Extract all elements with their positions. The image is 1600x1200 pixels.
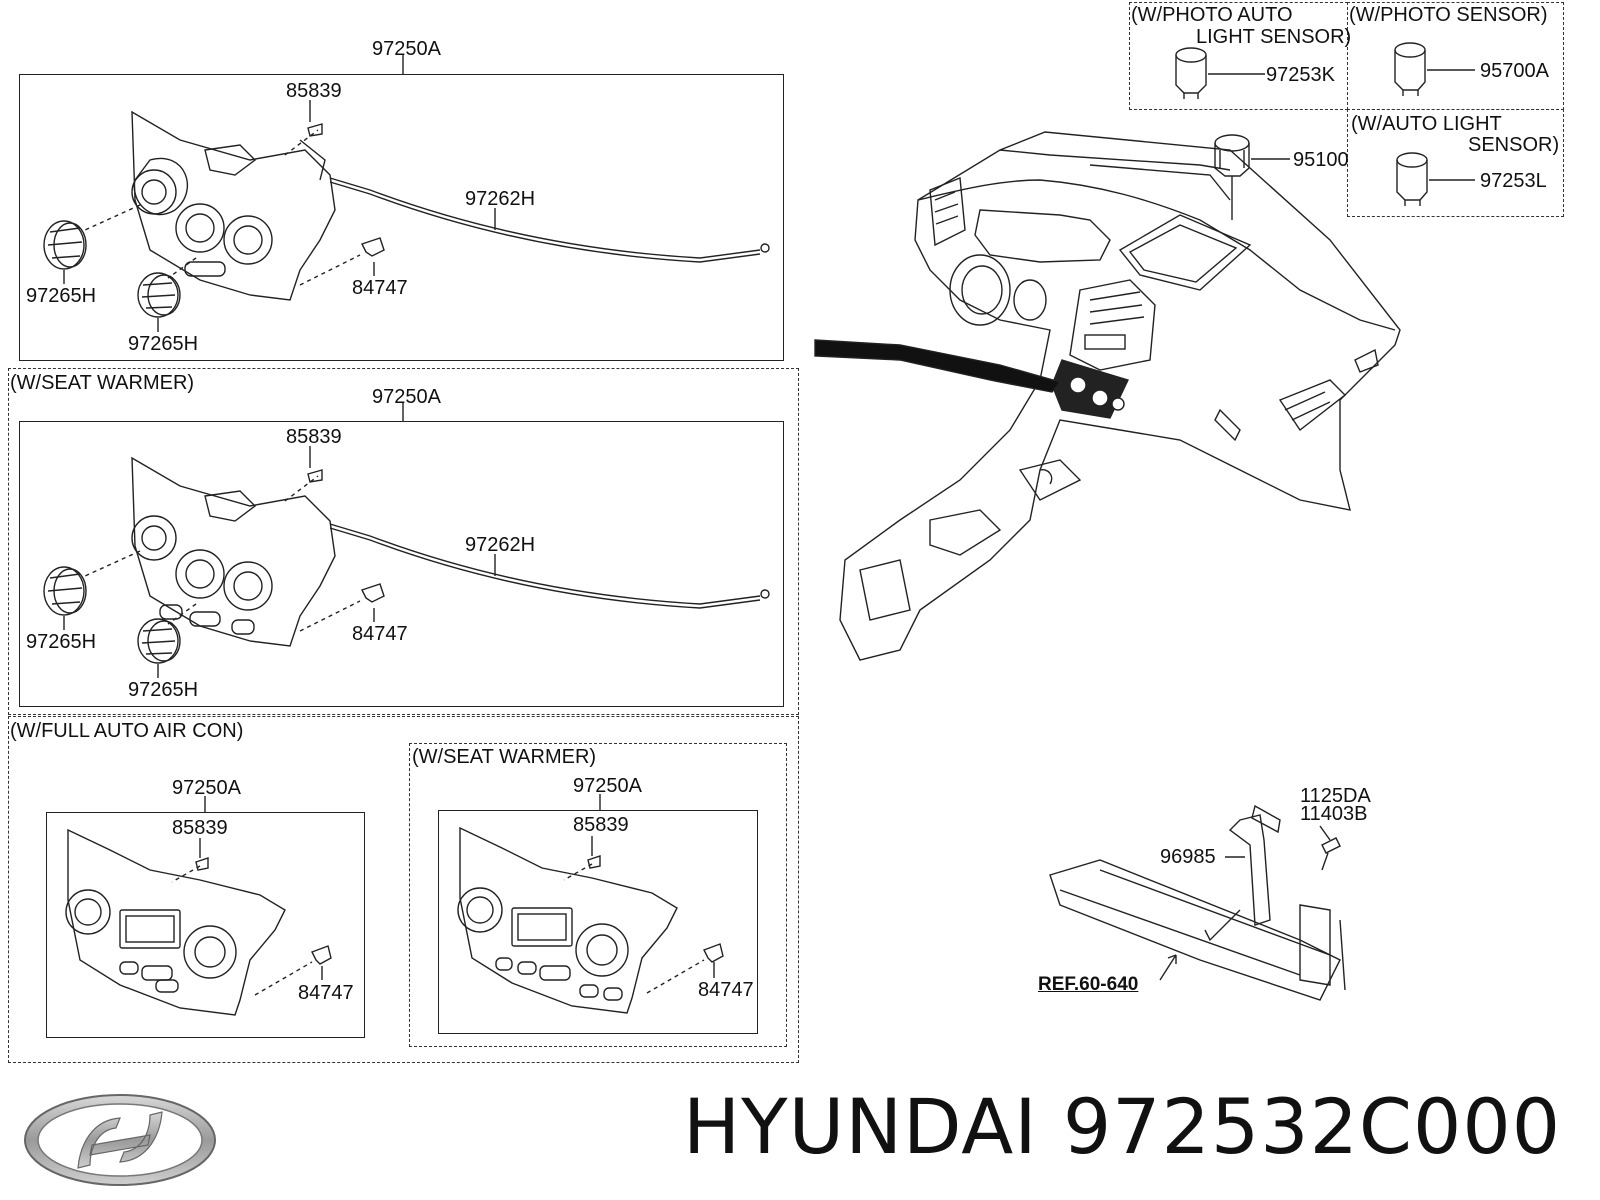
panel-b-clip-label: 84747 [698,979,754,1001]
hyundai-logo [24,1094,216,1186]
section1-control-panel [131,110,336,301]
sensor-95100-label: 95100 [1293,149,1349,171]
sensor-97253l-shape [1396,152,1428,206]
panel-b-caption: (W/SEAT WARMER) [412,746,597,768]
section2-knob-left-label: 97265H [26,631,97,653]
sensor-photo-caption: (W/PHOTO SENSOR) [1349,4,1548,26]
section1-clip-label: 84747 [352,277,408,299]
section1-knob-lower-shape [137,272,181,318]
sensor-95700a-label: 95700A [1480,60,1549,82]
panel-a-frame [46,812,365,1038]
section2-assembly-label: 97250A [372,386,441,408]
sensor-photo-auto-caption-line1: (W/PHOTO AUTO [1131,4,1293,26]
section2-caption: (W/SEAT WARMER) [10,372,195,394]
panel-b-control-panel [457,826,678,1014]
section1-knob-left-label: 97265H [26,285,97,307]
section1-knob-left-shape [43,220,87,270]
section2-control-panel [131,456,336,647]
sensor-photo-auto-caption-line2: LIGHT SENSOR) [1196,26,1352,48]
section3-caption: (W/FULL AUTO AIR CON) [10,720,244,742]
sensor-97253k-label: 97253K [1266,64,1335,86]
brand-title: HYUNDAI 972532C000 [683,1082,1561,1171]
panel-a-bulb-label: 85839 [172,817,228,839]
sensor-97253k-shape [1175,47,1207,99]
panel-b-inner-frame [438,810,758,1034]
dashboard-drawing [839,131,1401,661]
section3-frame [8,716,799,1063]
section1-assembly-label: 97250A [372,38,441,60]
sensor-95100-shape [1214,134,1250,177]
panel-a-clip-label: 84747 [298,982,354,1004]
bracket-drawing [1049,804,1346,1001]
bracket-bolt-1-label: 1125DA [1300,785,1371,807]
section1-cable-shape [329,177,761,259]
panel-a-assembly-label: 97250A [172,777,241,799]
panel-b-frame [409,743,787,1047]
section1-frame [19,74,784,361]
bracket-part-label: 96985 [1160,846,1216,868]
section2-frame [8,368,799,715]
part-number: 972532C000 [1062,1082,1562,1171]
section1-cable-label: 97262H [465,188,536,210]
bracket-bolt-2-label: 11403B [1300,803,1368,825]
section1-clip-shape [361,237,385,257]
panel-a-control-panel [65,828,286,1016]
sensor-auto-light-caption-line2: SENSOR) [1468,134,1560,156]
callout-arrow [814,339,1062,393]
sensor-auto-light-caption-line1: (W/AUTO LIGHT [1351,113,1502,135]
section2-clip-label: 84747 [352,623,408,645]
panel-b-bulb-label: 85839 [573,814,629,836]
section2-knob-lower-label: 97265H [128,679,199,701]
section2-cable-label: 97262H [465,534,536,556]
section1-bulb-shape [307,123,323,137]
brand-name: HYUNDAI [683,1082,1038,1171]
section1-bulb-label: 85839 [286,80,342,102]
bracket-reference-label: REF.60-640 [1038,974,1139,995]
section2-knob-left-shape [43,566,87,616]
section2-bulb-label: 85839 [286,426,342,448]
sensor-97253l-label: 97253L [1480,170,1547,192]
sensor-auto-light-frame [1347,109,1564,217]
section1-leader-knob [84,204,141,231]
section2-knob-lower-shape [137,618,181,664]
sensor-95700a-shape [1394,42,1426,96]
section1-knob-lower-label: 97265H [128,333,199,355]
panel-b-assembly-label: 97250A [573,775,642,797]
section2-inner-frame [19,421,784,707]
